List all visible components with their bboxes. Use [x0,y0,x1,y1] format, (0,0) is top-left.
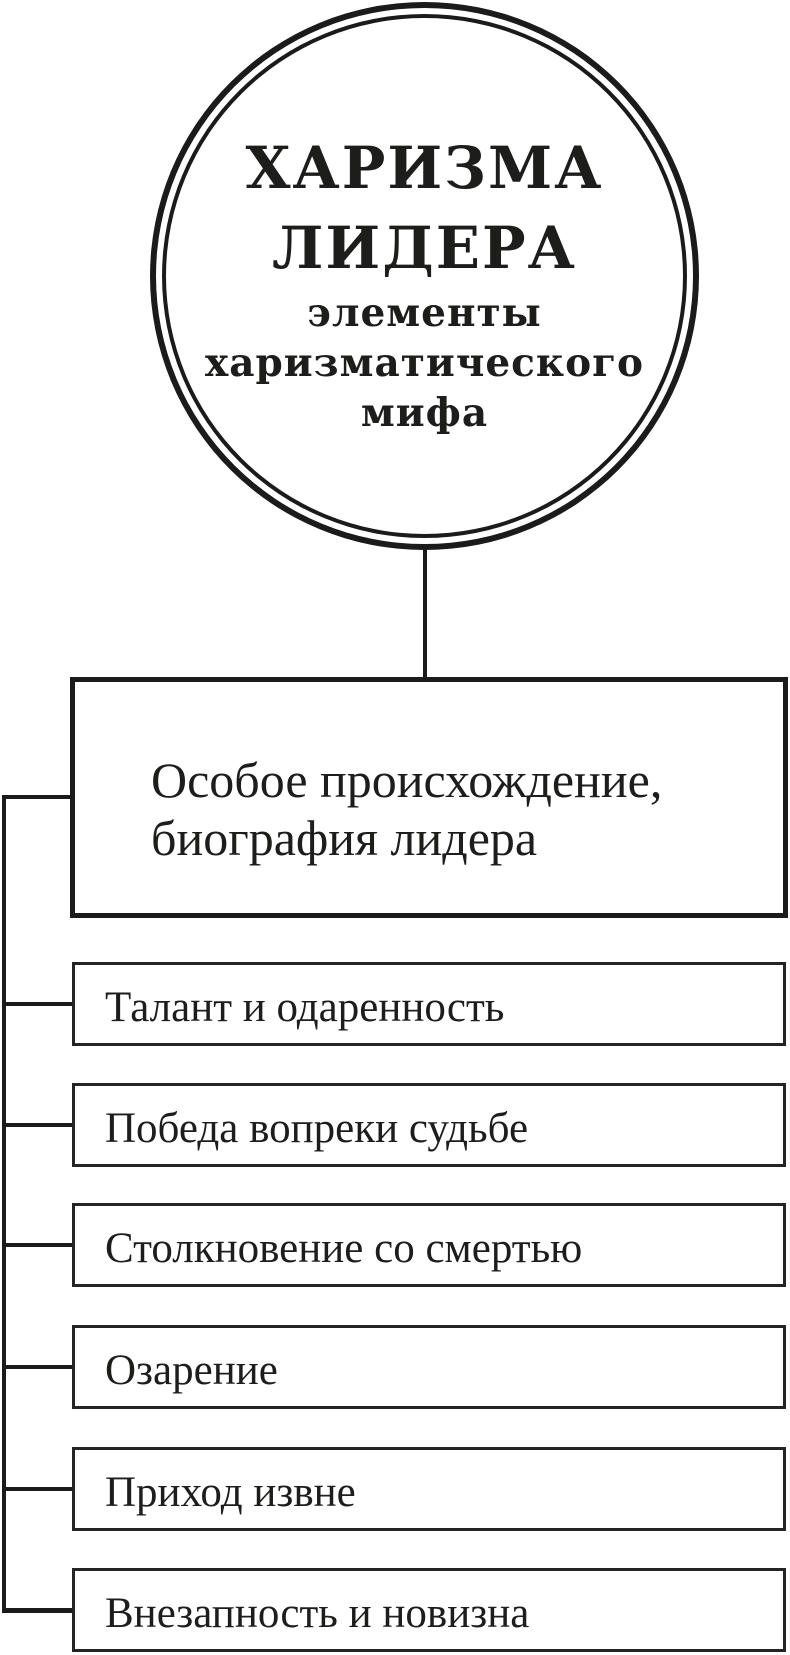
item-box-label: Победа вопреки судьбе [105,1104,529,1152]
stub-item-6-line [2,1608,74,1613]
root-box-label-line-2: биография лидера [151,809,538,866]
circle-to-root-connector-line [423,548,427,679]
circle-subtitle-line-3: мифа [360,390,489,436]
stub-item-1-line [2,1002,74,1006]
stub-item-5-line [2,1487,74,1491]
item-box-label: Талант и одаренность [105,983,505,1031]
item-box-label: Приход извне [105,1468,356,1516]
item-box-label: Столкновение со смертью [105,1224,583,1272]
root-box: Особое происхождение, биография лидера [70,677,788,918]
item-box-talent: Талант и одаренность [72,962,786,1046]
root-box-label-line-1: Особое происхождение, [151,751,663,808]
stub-item-4-line [2,1365,74,1369]
spine-line [2,795,6,1612]
item-box-suddenness: Внезапность и новизна [72,1568,786,1652]
item-box-victory: Победа вопреки судьбе [72,1083,786,1167]
circle-outer-ring [150,2,699,550]
circle-title-line-1: ХАРИЗМА [245,134,604,202]
stub-root-line [2,795,70,799]
stub-item-3-line [2,1243,74,1247]
circle-subtitle-line-2: харизматического [204,340,645,386]
circle-node: ХАРИЗМА ЛИДЕРА элементы харизматического… [150,2,699,550]
item-box-label: Внезапность и новизна [105,1589,530,1637]
circle-title-line-2: ЛИДЕРА [272,214,577,282]
circle-subtitle-line-1: элементы [307,290,542,336]
item-box-label: Озарение [105,1346,278,1394]
item-box-death-encounter: Столкновение со смертью [72,1203,786,1287]
circle-inner-ring [162,14,687,538]
item-box-insight: Озарение [72,1325,786,1409]
item-box-outsider: Приход извне [72,1447,786,1531]
stub-item-2-line [2,1123,74,1127]
